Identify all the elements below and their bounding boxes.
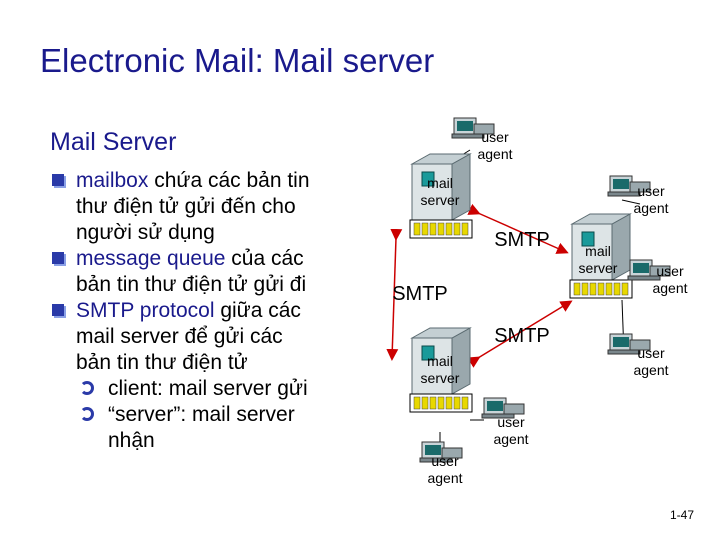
bullet-smtp-protocol: SMTP protocol giữa các mail server để gử… bbox=[52, 298, 382, 376]
bullet-text: của các bbox=[225, 247, 304, 270]
section-heading: Mail Server bbox=[50, 128, 177, 156]
bullet-text: giữa các bbox=[214, 299, 301, 322]
bullet-text: chứa các bản tin bbox=[148, 169, 310, 192]
user-agent-computer-right-2 bbox=[627, 259, 671, 281]
mail-server-bottom bbox=[409, 327, 473, 413]
smtp-arrow-bottom bbox=[467, 300, 573, 368]
user-agent-computer-bottom-2 bbox=[419, 441, 463, 463]
sub-bullet-server: “server”: mail server nhận bbox=[52, 402, 382, 454]
user-agent-computer-top bbox=[451, 117, 495, 139]
bullet-line: bản tin thư điện tử gửi đi bbox=[76, 273, 307, 296]
highlight-term: message queue bbox=[76, 247, 226, 270]
round-bullet-icon bbox=[80, 381, 94, 395]
bullet-list: mailbox chứa các bản tin thư điện tử gửi… bbox=[52, 168, 382, 454]
page-number: 1-47 bbox=[670, 508, 695, 522]
round-bullet-icon bbox=[80, 407, 94, 421]
smtp-arrow-left bbox=[386, 228, 403, 361]
bullet-line: bản tin thư điện tử bbox=[76, 351, 248, 374]
square-bullet-icon bbox=[52, 304, 64, 316]
smtp-arrow-top bbox=[467, 203, 569, 254]
user-agent-computer-right-1 bbox=[607, 175, 651, 197]
highlight-term: SMTP protocol bbox=[76, 299, 215, 322]
sub-bullet-text-cont: nhận bbox=[108, 429, 155, 452]
user-agent-computer-bottom-1 bbox=[481, 397, 525, 419]
square-bullet-icon bbox=[52, 252, 64, 264]
bullet-mailbox: mailbox chứa các bản tin thư điện tử gửi… bbox=[52, 168, 382, 246]
mail-server-right bbox=[569, 213, 633, 299]
sub-bullet-text: “server”: mail server bbox=[108, 403, 295, 426]
smtp-label-left: SMTP bbox=[392, 283, 448, 305]
bullet-line: mailbox chứa các bản tin bbox=[76, 168, 382, 194]
bullet-line: mail server để gửi các bbox=[76, 325, 283, 348]
slide-title: Electronic Mail: Mail server bbox=[40, 42, 435, 79]
sub-bullet-text: client: mail server gửi bbox=[108, 377, 308, 400]
link-right-user-1 bbox=[621, 199, 641, 205]
bullet-line: người sử dụng bbox=[76, 221, 215, 244]
bullet-message-queue: message queue của các bản tin thư điện t… bbox=[52, 246, 382, 298]
bullet-line: thư điện tử gửi đến cho bbox=[76, 195, 296, 218]
sub-bullet-client: client: mail server gửi bbox=[52, 376, 382, 402]
smtp-label-top: SMTP bbox=[494, 229, 550, 251]
highlight-term: mailbox bbox=[76, 169, 149, 192]
bullet-line: SMTP protocol giữa các bbox=[76, 298, 382, 324]
smtp-label-bottom: SMTP bbox=[494, 325, 550, 347]
mail-server-top bbox=[409, 153, 473, 239]
user-agent-computer-right-3 bbox=[607, 333, 651, 355]
bullet-line: message queue của các bbox=[76, 246, 382, 272]
square-bullet-icon bbox=[52, 174, 64, 186]
